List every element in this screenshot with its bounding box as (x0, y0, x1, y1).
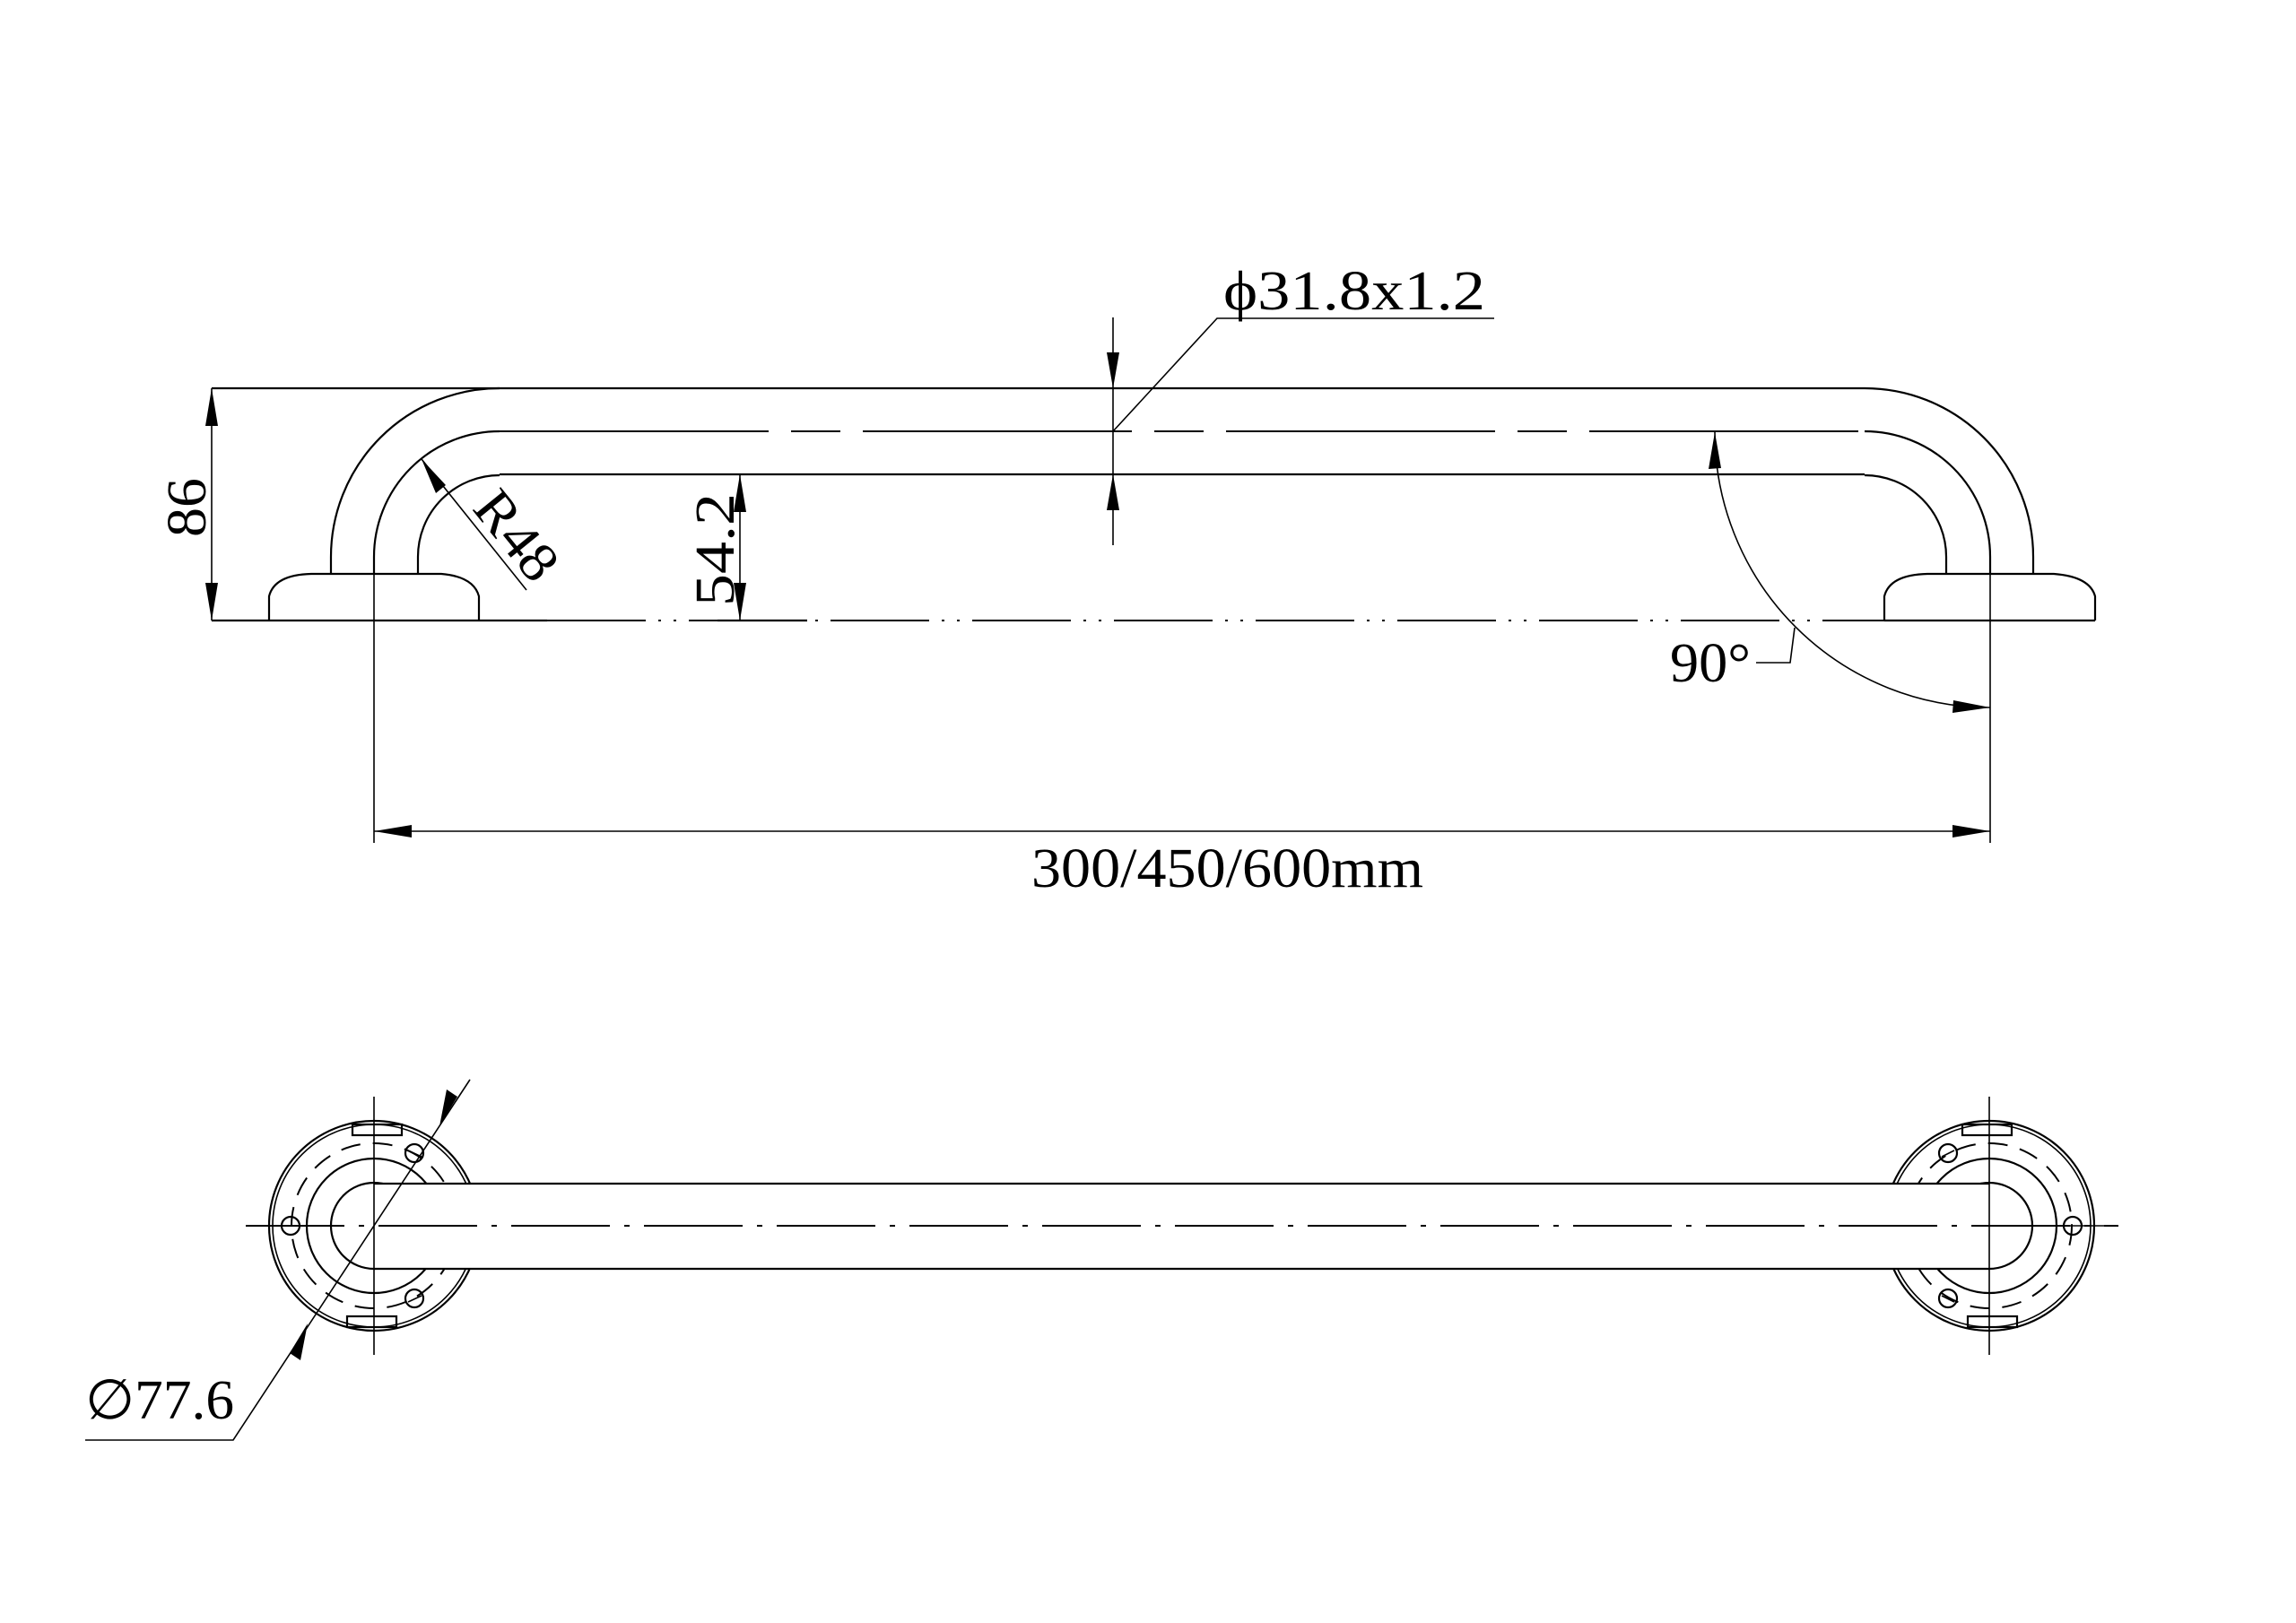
arrow-icon (1952, 700, 1990, 713)
screw-hole-icon (404, 1142, 425, 1164)
angle-90: 90° (1670, 431, 1991, 713)
arrow-icon (290, 1324, 308, 1360)
screw-hole-icon (404, 1288, 425, 1309)
radius-label: R48 (462, 478, 571, 593)
arrow-icon (374, 825, 412, 838)
flange-diameter-dimension: ∅77.6 (85, 1079, 471, 1441)
flange-diameter-label: ∅77.6 (85, 1370, 234, 1431)
screw-hole-icon (1937, 1142, 1959, 1164)
left-bend-outer (329, 386, 500, 574)
length-label: 300/450/600mm (1031, 838, 1423, 899)
right-bend-inner (1864, 473, 1948, 574)
arrow-icon (1107, 352, 1119, 388)
arrow-icon (439, 1089, 457, 1126)
dimension-86: 86 (157, 388, 218, 621)
side-view: 86 54.2 R48 ϕ31.8x1.2 (157, 261, 2097, 899)
left-flange (267, 572, 481, 621)
dimension-54-2-label: 54.2 (685, 493, 746, 606)
tube-spec-label: ϕ31.8x1.2 (1223, 261, 1485, 322)
screw-hole-icon (1937, 1288, 1959, 1309)
top-view: ∅77.6 (85, 1079, 2118, 1441)
left-bend-center (372, 430, 500, 574)
arrow-icon (734, 583, 746, 621)
tube-diameter-dimension: ϕ31.8x1.2 (1107, 261, 1494, 545)
angle-label: 90° (1670, 633, 1751, 694)
arrow-icon (1709, 432, 1721, 469)
dimension-86-label: 86 (157, 478, 218, 537)
radius-r48: R48 (421, 458, 571, 594)
left-bend-inner (416, 473, 500, 574)
arrow-icon (734, 474, 746, 512)
length-dimension: 300/450/600mm (374, 825, 1990, 899)
arrow-icon (205, 583, 218, 621)
right-bend-center (1864, 430, 1992, 574)
right-bend-outer (1864, 386, 2035, 574)
arrow-icon (422, 459, 446, 493)
dimension-54-2: 54.2 (685, 474, 746, 621)
arrow-icon (1107, 474, 1119, 510)
arrow-icon (1952, 825, 1990, 838)
arrow-icon (205, 388, 218, 426)
